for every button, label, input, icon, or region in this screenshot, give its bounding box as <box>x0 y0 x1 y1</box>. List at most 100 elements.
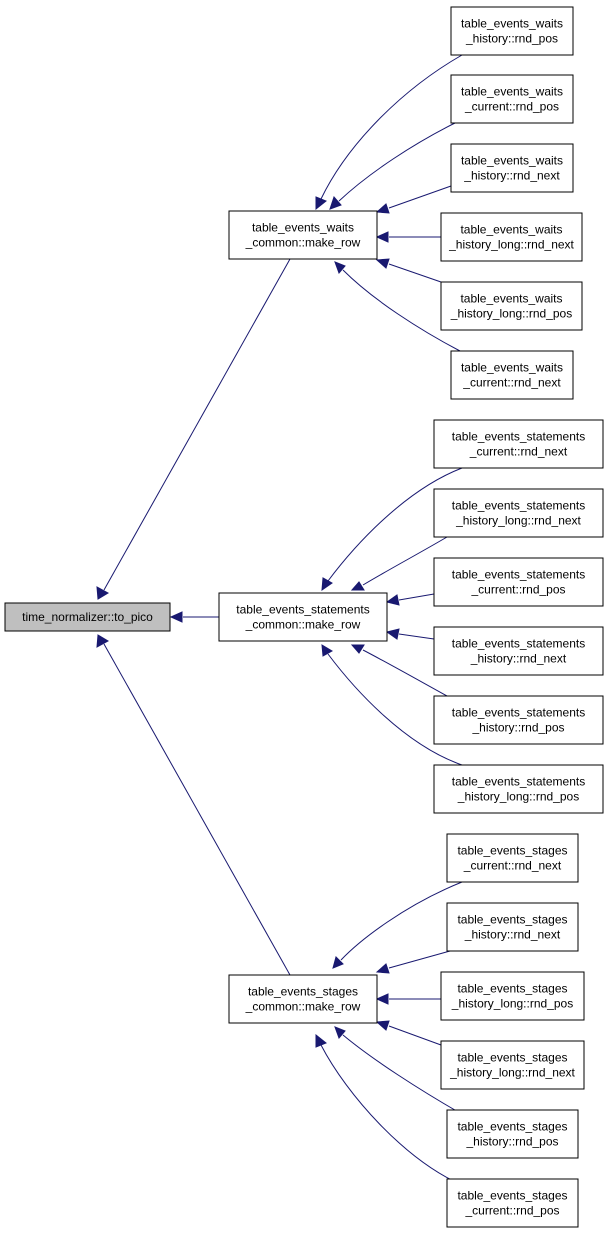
node-w2[interactable]: table_events_waits_current::rnd_pos <box>450 74 574 124</box>
arrow-head <box>315 1033 327 1048</box>
arrow-head <box>375 258 390 269</box>
edge-w5-to-waits_common <box>375 258 442 283</box>
node-box <box>446 833 579 883</box>
node-box <box>450 143 574 193</box>
arrow-head <box>375 963 390 974</box>
node-label-line: table_events_statements <box>452 499 585 513</box>
node-label-line: table_events_stages <box>457 913 567 927</box>
node-w3[interactable]: table_events_waits_history::rnd_next <box>450 143 574 193</box>
edge-g1-to-stages_common <box>332 881 463 969</box>
node-label-line: _history::rnd_next <box>464 928 561 942</box>
node-box <box>450 6 574 56</box>
node-s2[interactable]: table_events_statements_history_long::rn… <box>433 488 604 538</box>
node-w1[interactable]: table_events_waits_history::rnd_pos <box>450 6 574 56</box>
edge-s2-to-statements_common <box>350 536 448 591</box>
node-label-line: _history_long::rnd_next <box>455 514 581 528</box>
node-label-line: _current::rnd_pos <box>464 1204 559 1218</box>
edge-line <box>320 54 463 200</box>
edge-line <box>362 536 448 586</box>
arrow-head <box>315 196 327 211</box>
node-label-line: table_events_statements <box>452 775 585 789</box>
node-box <box>218 592 388 642</box>
node-label-line: table_events_waits <box>460 292 562 306</box>
node-box <box>228 974 378 1024</box>
node-label-line: _common::make_row <box>245 236 361 250</box>
node-label-line: _history_long::rnd_pos <box>450 307 572 321</box>
arrow-head <box>350 644 365 654</box>
arrow-head <box>329 196 342 210</box>
node-g6[interactable]: table_events_stages_current::rnd_pos <box>446 1178 579 1228</box>
edge-line <box>340 881 463 961</box>
arrow-head <box>332 956 344 969</box>
node-g5[interactable]: table_events_stages_history::rnd_pos <box>446 1109 579 1159</box>
edge-line <box>103 258 291 591</box>
node-label-line: _history::rnd_pos <box>471 721 564 735</box>
edge-line <box>388 950 451 969</box>
edge-g6-to-stages_common <box>315 1033 463 1186</box>
edge-w2-to-waits_common <box>329 122 456 210</box>
node-g3[interactable]: table_events_stages_history_long::rnd_po… <box>440 971 585 1021</box>
node-box <box>433 695 604 745</box>
node-box <box>433 557 604 607</box>
edge-line <box>398 593 435 601</box>
node-label-line: table_events_statements <box>452 637 585 651</box>
edge-line <box>362 649 448 697</box>
node-g1[interactable]: table_events_stages_current::rnd_next <box>446 833 579 883</box>
node-box <box>450 350 574 400</box>
node-label-line: _current::rnd_next <box>462 376 561 390</box>
node-label-line: table_events_statements <box>452 430 585 444</box>
node-box <box>440 1040 585 1090</box>
node-s1[interactable]: table_events_statements_current::rnd_nex… <box>433 419 604 469</box>
edge-g4-to-stages_common <box>375 1020 442 1046</box>
node-s3[interactable]: table_events_statements_current::rnd_pos <box>433 557 604 607</box>
node-s4[interactable]: table_events_statements_history::rnd_nex… <box>433 626 604 676</box>
node-label-line: table_events_statements <box>236 603 369 617</box>
node-label-line: table_events_stages <box>457 1120 567 1134</box>
edge-line <box>342 1034 461 1114</box>
edge-s5-to-statements_common <box>350 644 448 697</box>
node-label-line: table_events_statements <box>452 568 585 582</box>
node-g4[interactable]: table_events_stages_history_long::rnd_ne… <box>440 1040 585 1090</box>
arrow-head <box>385 594 400 606</box>
node-label-line: _common::make_row <box>245 618 361 632</box>
node-box <box>450 74 574 124</box>
node-g2[interactable]: table_events_stages_history::rnd_next <box>446 902 579 952</box>
node-label-line: _history_long::rnd_next <box>448 238 574 252</box>
node-label-line: _history::rnd_next <box>470 652 567 666</box>
node-label-line: table_events_waits <box>461 85 563 99</box>
node-s6[interactable]: table_events_statements_history_long::rn… <box>433 764 604 814</box>
node-label-line: table_events_waits <box>461 154 563 168</box>
node-box <box>228 210 378 260</box>
node-box <box>433 626 604 676</box>
node-label-line: _history_long::rnd_pos <box>457 790 579 804</box>
node-root[interactable]: time_normalizer::to_pico <box>4 602 171 632</box>
node-statements_common[interactable]: table_events_statements_common::make_row <box>218 592 388 642</box>
node-label-line: _common::make_row <box>245 1000 361 1014</box>
node-label-line: _history::rnd_pos <box>465 1135 558 1149</box>
arrow-head <box>334 261 346 274</box>
node-box <box>440 212 583 262</box>
edge-g2-to-stages_common <box>375 950 451 974</box>
node-w5[interactable]: table_events_waits_history_long::rnd_pos <box>440 281 583 331</box>
node-s5[interactable]: table_events_statements_history::rnd_pos <box>433 695 604 745</box>
edge-s1-to-statements_common <box>321 467 463 592</box>
arrow-head <box>96 586 110 600</box>
node-box <box>433 488 604 538</box>
edge-stages_common-to-root <box>96 634 291 976</box>
arrow-head <box>385 628 400 640</box>
arrow-head <box>169 611 183 623</box>
node-label-line: table_events_stages <box>457 844 567 858</box>
edge-w3-to-waits_common <box>375 185 452 214</box>
node-label-line: table_events_waits <box>460 223 562 237</box>
arrow-head <box>375 1020 390 1031</box>
node-w6[interactable]: table_events_waits_current::rnd_next <box>450 350 574 400</box>
arrow-head <box>96 634 110 648</box>
edge-w6-to-waits_common <box>334 261 461 352</box>
edge-waits_common-to-root <box>96 258 291 600</box>
node-w4[interactable]: table_events_waits_history_long::rnd_nex… <box>440 212 583 262</box>
node-label-line: table_events_stages <box>248 985 358 999</box>
node-stages_common[interactable]: table_events_stages_common::make_row <box>228 974 378 1024</box>
node-waits_common[interactable]: table_events_waits_common::make_row <box>228 210 378 260</box>
node-label-line: table_events_stages <box>457 1189 567 1203</box>
edge-line <box>398 633 435 640</box>
